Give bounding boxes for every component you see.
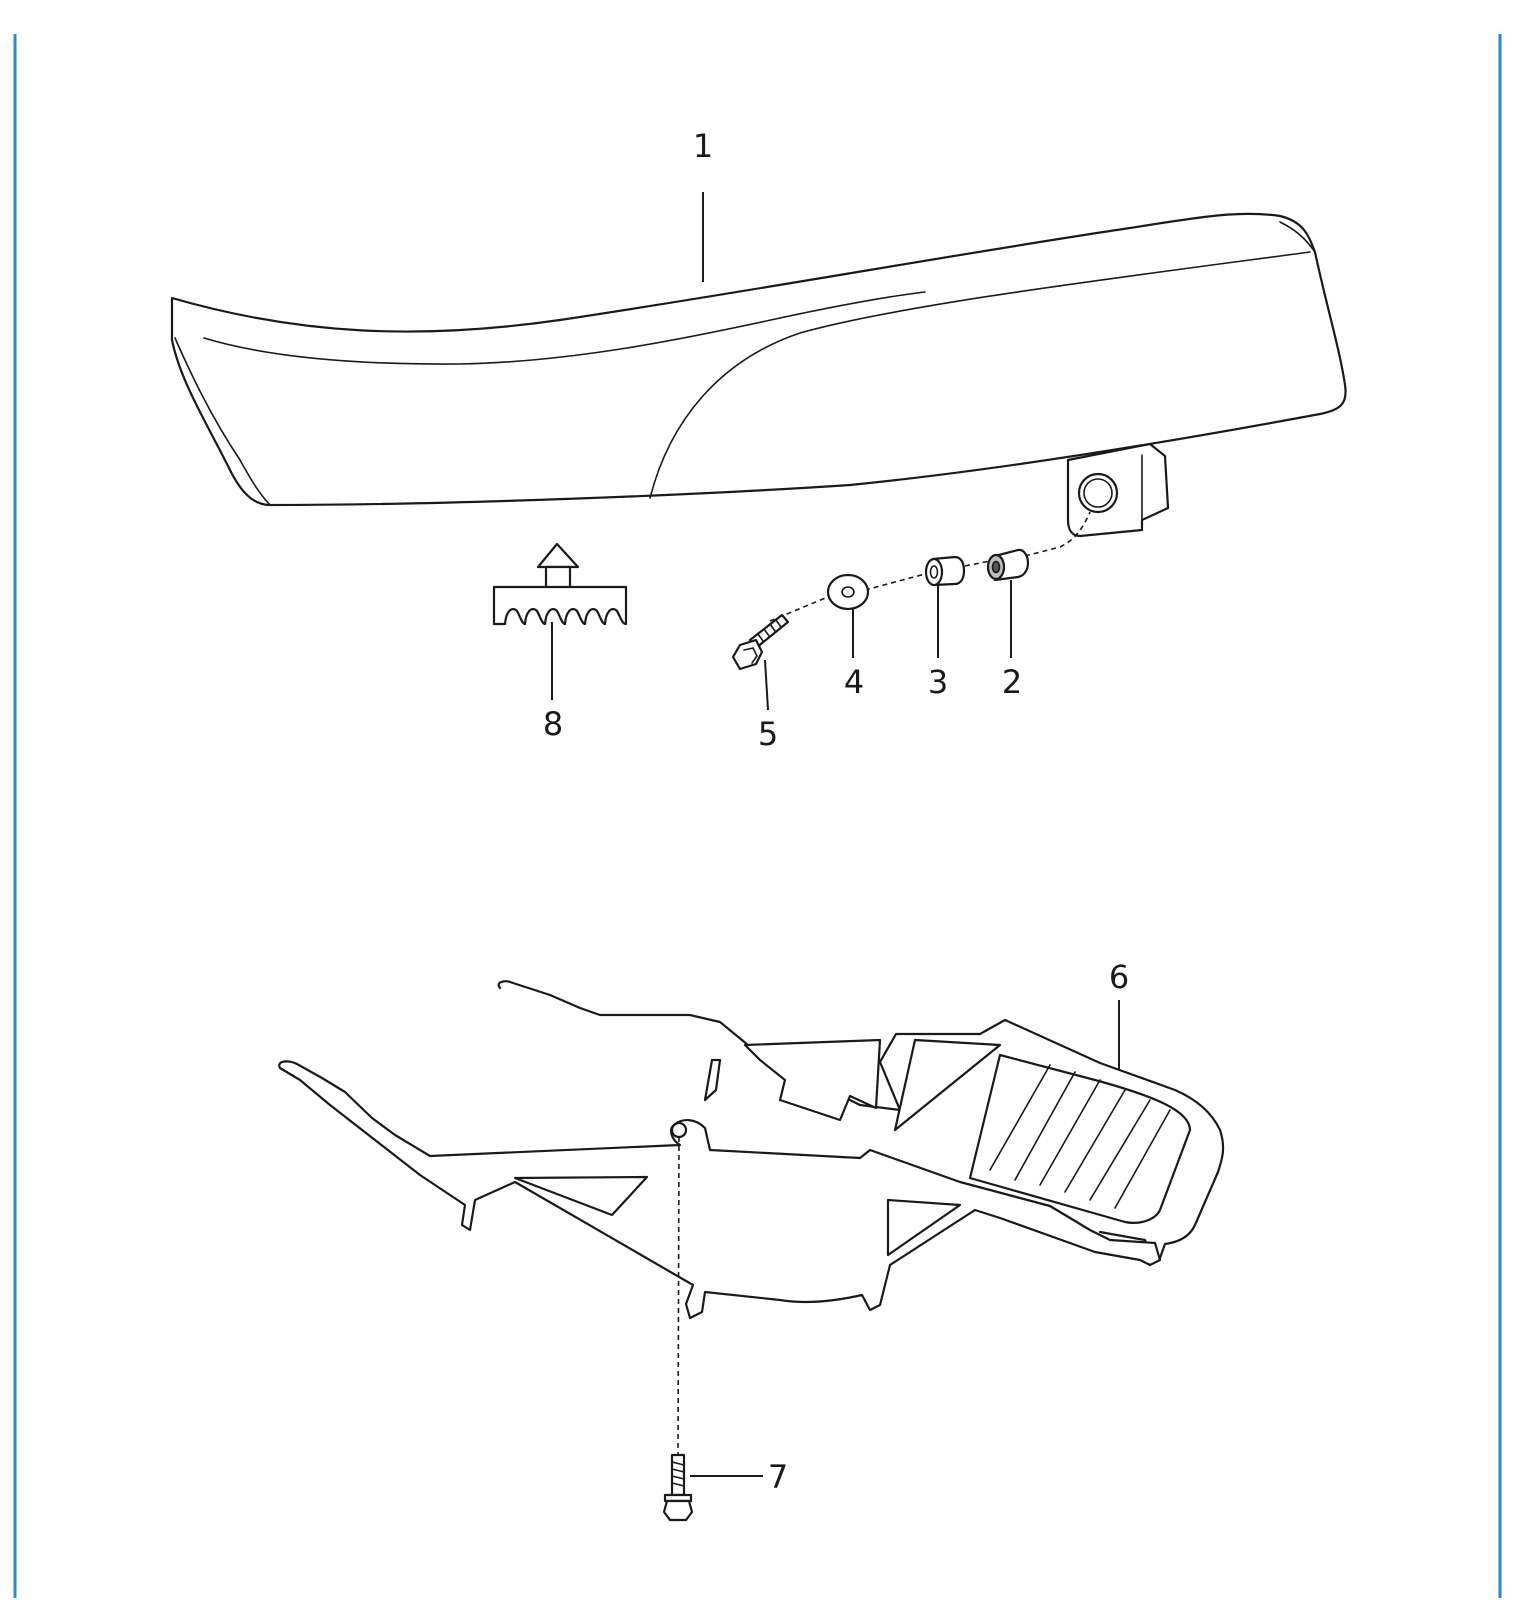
callout-8: 8 bbox=[543, 705, 563, 743]
bushing-part bbox=[986, 548, 1030, 582]
callout-2: 2 bbox=[1002, 663, 1022, 701]
assembly-dashed-line bbox=[769, 511, 1091, 622]
spacer-part bbox=[924, 555, 966, 587]
frame-bolt-dashed-line bbox=[677, 1136, 680, 1456]
rubber-bumper-part bbox=[492, 542, 628, 626]
callout-6: 6 bbox=[1109, 958, 1129, 996]
rear-frame-part bbox=[278, 980, 1225, 1320]
leader-5 bbox=[764, 659, 769, 711]
callout-4: 4 bbox=[844, 663, 864, 701]
callout-5: 5 bbox=[758, 715, 778, 753]
washer-part bbox=[826, 573, 870, 611]
callout-1: 1 bbox=[693, 127, 713, 165]
callout-3: 3 bbox=[928, 663, 948, 701]
seat-part bbox=[170, 212, 1347, 538]
callout-7: 7 bbox=[768, 1458, 788, 1496]
frame-bolt-part bbox=[662, 1453, 694, 1522]
bolt-part bbox=[731, 613, 790, 671]
